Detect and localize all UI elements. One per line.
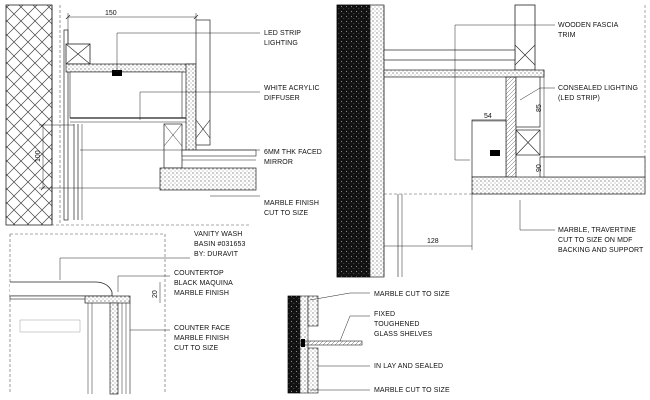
label-marble-1: MARBLE FINISH	[264, 200, 319, 207]
label-travertine-1: MARBLE, TRAVERTINE	[558, 227, 636, 234]
label-acrylic-1: WHITE ACRYLIC	[264, 85, 320, 92]
label-travertine-2: CUT TO SIZE ON MDF	[558, 237, 633, 244]
masonry-wall	[5, 4, 53, 226]
dim-90: 90	[536, 164, 543, 172]
label-vanity-1: VANITY WASH	[194, 231, 242, 238]
label-led-strip-1: LED STRIP	[264, 30, 301, 37]
label-counter-face-3: CUT TO SIZE	[174, 345, 219, 352]
glass-shelf	[299, 340, 363, 346]
label-counter-face-1: COUNTER FACE	[174, 325, 230, 332]
label-led-strip-2: LIGHTING	[264, 40, 298, 47]
led-strip-mark	[112, 70, 122, 76]
detail-fascia: 54 85 90 128	[336, 4, 646, 278]
label-glass-1: FIXED	[374, 311, 395, 318]
dim-20: 20	[152, 290, 159, 298]
detail-led-mirror: 150 100	[5, 4, 260, 226]
label-mirror-1: 6MM THK FACED	[264, 149, 322, 156]
label-inlay: IN LAY AND SEALED	[374, 363, 443, 370]
dim-100: 100	[35, 150, 42, 162]
dim-128: 128	[427, 238, 439, 245]
labels-top-left: LED STRIP LIGHTING WHITE ACRYLIC DIFFUSE…	[264, 30, 322, 217]
label-acrylic-2: DIFFUSER	[264, 95, 300, 102]
label-shelf-marble-bottom: MARBLE CUT TO SIZE	[374, 387, 450, 394]
label-marble-2: CUT TO SIZE	[264, 210, 309, 217]
dim-150: 150	[105, 10, 117, 17]
concealed-led-mark	[490, 150, 500, 156]
labels-top-right: WOODEN FASCIA TRIM CONSEALED LIGHTING (L…	[558, 22, 644, 254]
label-counter-face-2: MARBLE FINISH	[174, 335, 229, 342]
label-vanity-2: BASIN #031653	[194, 241, 246, 248]
label-glass-3: GLASS SHELVES	[374, 331, 433, 338]
dim-85: 85	[536, 104, 543, 112]
label-mirror-2: MIRROR	[264, 159, 293, 166]
dim-54: 54	[484, 113, 492, 120]
label-fascia-1: WOODEN FASCIA	[558, 22, 619, 29]
label-concealed-2: (LED STRIP)	[558, 95, 600, 102]
detail-vanity: 20	[9, 233, 190, 395]
detail-glass-shelf	[287, 292, 370, 394]
label-vanity-3: BY: DURAVIT	[194, 251, 239, 258]
labels-bottom-middle: MARBLE CUT TO SIZE FIXED TOUGHENED GLASS…	[374, 291, 450, 394]
label-countertop-1: COUNTERTOP	[174, 270, 224, 277]
label-concealed-1: CONSEALED LIGHTING	[558, 85, 638, 92]
label-glass-2: TOUGHENED	[374, 321, 420, 328]
label-countertop-2: BLACK MAQUINA	[174, 280, 233, 287]
label-shelf-marble-top: MARBLE CUT TO SIZE	[374, 291, 450, 298]
label-travertine-3: BACKING AND SUPPORT	[558, 247, 644, 254]
label-fascia-2: TRIM	[558, 32, 576, 39]
label-countertop-3: MARBLE FINISH	[174, 290, 229, 297]
labels-bottom-left: VANITY WASH BASIN #031653 BY: DURAVIT CO…	[174, 231, 246, 352]
dark-wall	[336, 4, 371, 278]
